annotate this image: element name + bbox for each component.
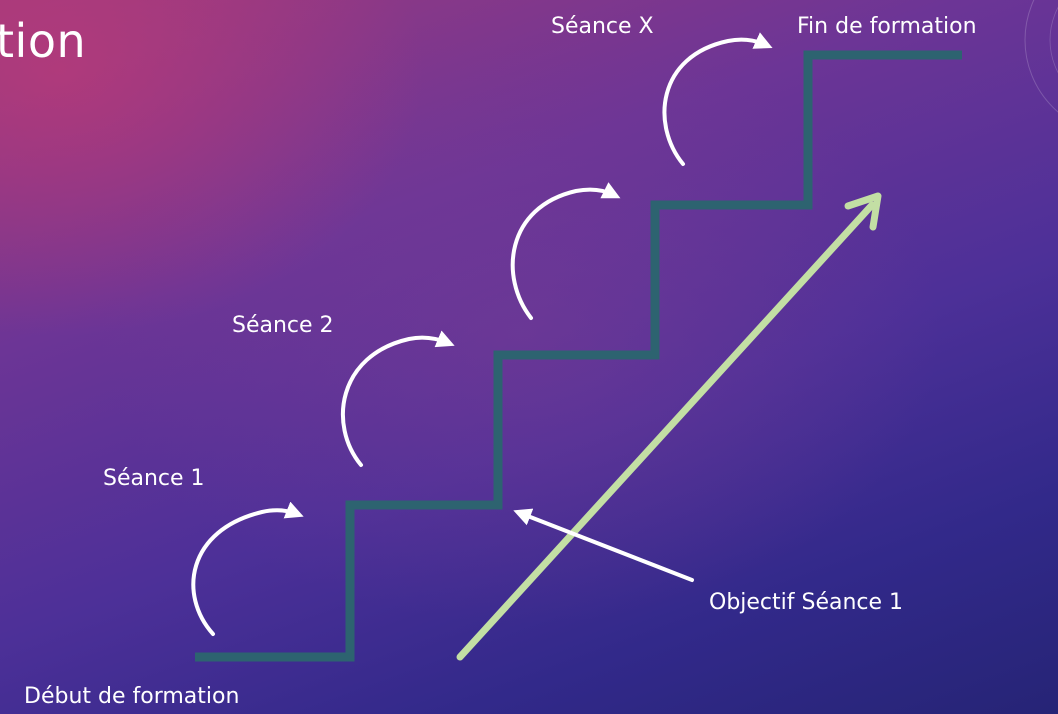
label-seance-x: Séance X <box>551 14 654 39</box>
step-curved-arrow-4 <box>662 32 773 166</box>
label-debut-formation: Début de formation <box>24 684 240 709</box>
step-curved-arrow-3 <box>510 182 621 320</box>
label-seance-1: Séance 1 <box>103 466 205 491</box>
decorative-ring <box>1024 0 1058 113</box>
label-seance-2: Séance 2 <box>232 313 334 338</box>
slide-title: tion <box>0 14 87 68</box>
progress-arrow <box>456 192 882 661</box>
label-fin-formation: Fin de formation <box>797 14 977 39</box>
staircase-line <box>195 50 962 662</box>
step-curved-arrow-2 <box>340 330 455 467</box>
step-curved-arrow-1 <box>191 501 304 636</box>
objective-pointer-arrow <box>513 508 694 582</box>
label-objectif-seance-1: Objectif Séance 1 <box>709 590 904 615</box>
